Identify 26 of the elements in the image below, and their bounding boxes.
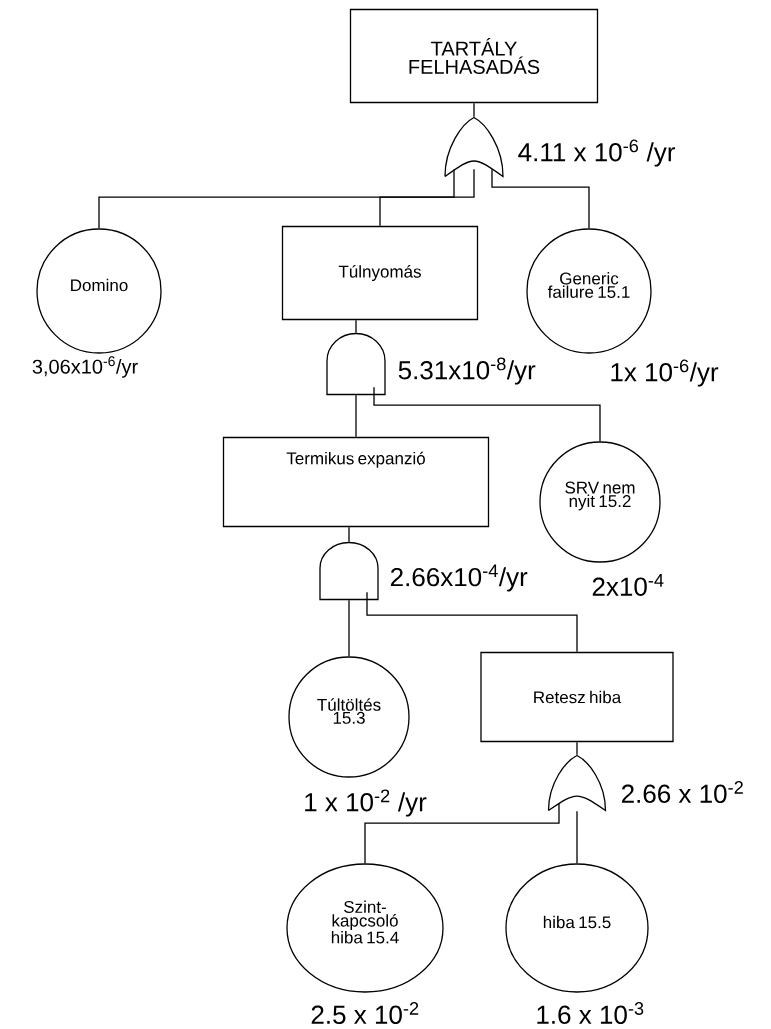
probability-label: 1 x 10$^{-2}$ /yr [305, 789, 427, 817]
probability-label: 1x 10$^{-6}$/yr [611, 359, 719, 387]
probability-label: 2.5 x 10$^{-2}$ [311, 1002, 419, 1024]
connector-line [473, 102, 475, 118]
probability-label: 1.6 x 10$^{-3}$ [537, 1002, 644, 1024]
probability-label: 2.66 x 10$^{-2}$ [621, 781, 743, 803]
event-box: TARTÁLY FELHASADÁS [349, 8, 599, 104]
connector-line [355, 394, 357, 438]
probability-label: 4.11 x 10$^{-6}$ /yr [518, 139, 676, 167]
event-box: Retesz hiba [480, 651, 674, 743]
connector-line [355, 319, 357, 334]
connector-line [576, 741, 578, 756]
connector-line [348, 526, 350, 543]
probability-label: 2x10$^{-4}$ [592, 574, 664, 596]
connector-line [576, 810, 578, 864]
probability-label: 5.31x10$^{-8}$/yr [398, 357, 536, 385]
connector-line [379, 168, 475, 227]
and-gate [319, 541, 379, 601]
probability-label: 2.66x10$^{-4}$/yr [390, 564, 528, 592]
or-gate [547, 754, 607, 812]
or-gate [444, 116, 504, 178]
event-box: Termikus expanzió [222, 436, 490, 528]
probability-label: 3,06x10$^{-6}$/yr [32, 356, 138, 378]
and-gate [326, 332, 386, 396]
event-box: Túlnyomás [281, 225, 479, 321]
connector-line [348, 599, 350, 657]
